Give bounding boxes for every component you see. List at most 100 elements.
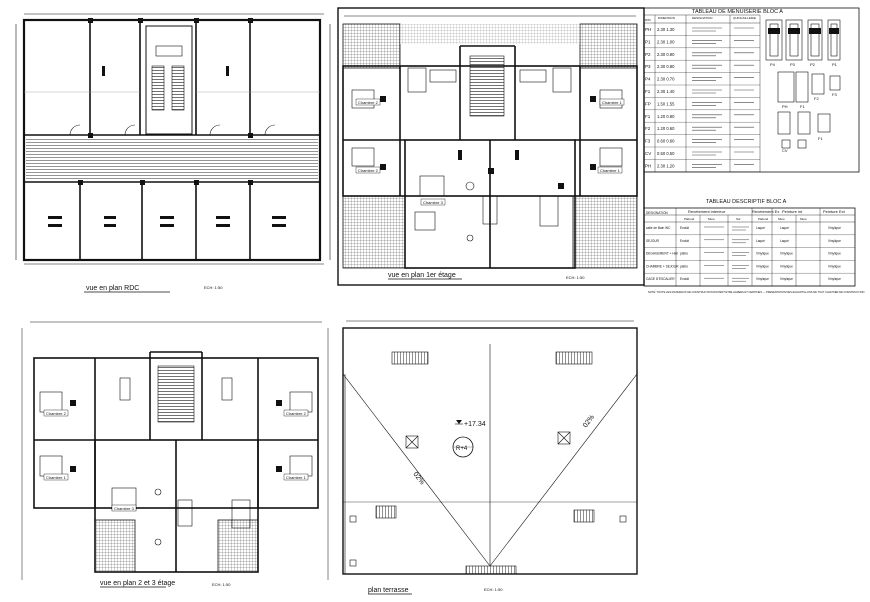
descriptif-header: Revetement Ex <box>752 209 779 214</box>
descriptif-header: DESIGNATION <box>646 211 668 215</box>
plan-2-3-etage: Chambre 2 Chambre 2 Chambre 1 Chambre 1 … <box>21 321 329 588</box>
etage1-room-tag: Chambre 2 <box>358 100 379 105</box>
etage23-caption: vue en plan 2 et 3 étage <box>100 580 175 587</box>
descriptif-cell: Enduit <box>680 239 689 243</box>
descriptif-row-name: salle de Bain WC <box>646 226 671 230</box>
rdc-scale: ECH: 1:50 <box>204 285 223 290</box>
menuiserie-code: F1 <box>645 114 651 119</box>
terrasse-caption: plan terrasse <box>368 587 409 594</box>
descriptif-cell: Laqué <box>780 226 789 230</box>
menuiserie-code: P2 <box>645 52 651 57</box>
descriptif-cell: Vinylique <box>756 264 769 268</box>
menuiserie-code: P1 <box>645 39 651 44</box>
descriptif-note: NOTE: TOUTE LES MATERIAUX DE CONSTRUCTIO… <box>648 290 864 294</box>
descriptif-cell: Vinylique <box>780 264 793 268</box>
menuiserie-dim: 2.30 0.80 <box>657 64 675 69</box>
plan-rdc: vue en plan RDC ECH: 1:50 <box>15 13 331 293</box>
menuiserie-code: F3 <box>645 139 651 144</box>
slope-right: 02% <box>582 414 596 429</box>
descriptif-row-name: DEGAGEMENT + Hall <box>646 252 678 256</box>
menuiserie-header: DESIGNATION <box>692 16 712 20</box>
descriptif-cell: Vinylique <box>828 277 841 281</box>
plan-1er-etage: Chambre 2 Chambre 1 Chambre 2 Chambre 1 … <box>337 7 645 286</box>
door-tag: P1 <box>832 62 838 67</box>
menuiserie-code: PH <box>645 27 651 32</box>
door-tag: P2 <box>810 62 816 67</box>
menuiserie-code: P4 <box>645 77 651 82</box>
descriptif-cell: Laqué <box>756 226 765 230</box>
descriptif-cell: Enduit <box>680 226 689 230</box>
descriptif-cell: Enduit <box>680 277 689 281</box>
descriptif-cell: Laqué <box>780 239 789 243</box>
door-tag: PH <box>782 104 788 109</box>
menuiserie-code: PH <box>645 163 651 168</box>
menuiserie-header: DIMENSION <box>658 16 675 20</box>
descriptif-header: Peinture Ext <box>823 209 846 214</box>
descriptif-cell: Vinylique <box>828 252 841 256</box>
menuiserie-code: CV <box>645 151 651 156</box>
descriptif-row-name: SEJOUR <box>646 239 660 243</box>
level-marker: +17.34 <box>455 420 486 428</box>
descriptif-cell: Vinylique <box>828 226 841 230</box>
menuiserie-dim: 2.30 1.00 <box>657 39 675 44</box>
terrasse-scale: ECH: 1:50 <box>484 587 503 592</box>
etage23-scale: ECH: 1:50 <box>212 582 231 587</box>
descriptif-cell: platre <box>680 264 688 268</box>
menuiserie-dim: 2.30 1.40 <box>657 89 675 94</box>
door-tag: P4 <box>770 62 776 67</box>
descriptif-subheader: Mure <box>800 217 807 221</box>
etage1-scale: ECH: 1:50 <box>566 275 585 280</box>
descriptif-cell: Vinylique <box>780 252 793 256</box>
door-tag: F1 <box>800 104 805 109</box>
descriptif-title: TABLEAU DESCRIPTIF BLOC A <box>706 199 787 205</box>
descriptif-subheader: Plafond <box>684 217 695 221</box>
etage1-room-tag: Chambre 1 <box>602 100 623 105</box>
menuiserie-dim: 1.20 0.80 <box>657 114 675 119</box>
descriptif-cell: Laqué <box>756 239 765 243</box>
menuiserie-dim: 1.50 1.55 <box>657 101 675 106</box>
menuiserie-header: DIM <box>645 18 651 22</box>
etage1-room-tag: Chambre 3 <box>423 200 444 205</box>
menuiserie-dim: 2.30 0.70 <box>657 77 675 82</box>
menuiserie-dim: 2.30 0.90 <box>657 52 675 57</box>
etage23-room-tag: Chambre 2 <box>286 411 307 416</box>
etage1-room-tags: Chambre 2 Chambre 1 Chambre 2 Chambre 1 … <box>355 98 625 206</box>
slope-left: 02% <box>411 471 425 486</box>
descriptif-cell: Vinylique <box>756 277 769 281</box>
roof-tag: R+4 <box>456 446 468 452</box>
door-tag: P3 <box>790 62 796 67</box>
etage1-room-tag: Chambre 1 <box>600 168 621 173</box>
descriptif-cell: Vinylique <box>756 252 769 256</box>
menuiserie-code: F2 <box>645 126 651 131</box>
descriptif-subheader: Plafond <box>758 217 769 221</box>
etage23-room-tag: Chambre 3 <box>114 506 135 511</box>
descriptif-row-name: CAGE D'ESCALIER <box>646 277 675 281</box>
menuiserie-dim: 2.30 1.20 <box>657 163 675 168</box>
menuiserie-table: TABLEAU DE MENUISERIE BLOC A DIM DIMENSI… <box>643 7 860 173</box>
descriptif-subheader: Sol <box>736 217 741 221</box>
rdc-caption: vue en plan RDC <box>86 285 139 292</box>
descriptif-cell: Vinylique <box>828 264 841 268</box>
descriptif-header: Peinture int <box>782 209 803 214</box>
descriptif-subheader: Mure <box>708 217 715 221</box>
menuiserie-dim: 1.20 0.60 <box>657 126 675 131</box>
descriptif-cell: platre <box>680 252 688 256</box>
menuiserie-code: F1 <box>645 89 651 94</box>
descriptif-table: TABLEAU DESCRIPTIF BLOC A DESIGNATION Re… <box>643 199 864 294</box>
menuiserie-header: QUINCAILLERIE <box>733 16 756 20</box>
menuiserie-code: P3 <box>645 64 651 69</box>
descriptif-cell: Vinylique <box>780 277 793 281</box>
door-tag: F1 <box>818 136 823 141</box>
plan-terrasse: R+4 +17.34 02% 02% plan terrasse ECH: 1:… <box>342 320 638 595</box>
menuiserie-dim: 0.60 0.60 <box>657 139 675 144</box>
menuiserie-code: FP <box>645 101 651 106</box>
etage23-room-tag: Chambre 1 <box>286 475 307 480</box>
door-tag: F2 <box>814 96 819 101</box>
etage23-room-tag: Chambre 1 <box>46 475 67 480</box>
etage23-room-tag: Chambre 2 <box>46 411 67 416</box>
menuiserie-dim: 2.30 1.30 <box>657 27 675 32</box>
door-tag: CV <box>782 148 788 153</box>
descriptif-cell: Vinylique <box>828 239 841 243</box>
etage1-room-tag: Chambre 2 <box>358 168 379 173</box>
